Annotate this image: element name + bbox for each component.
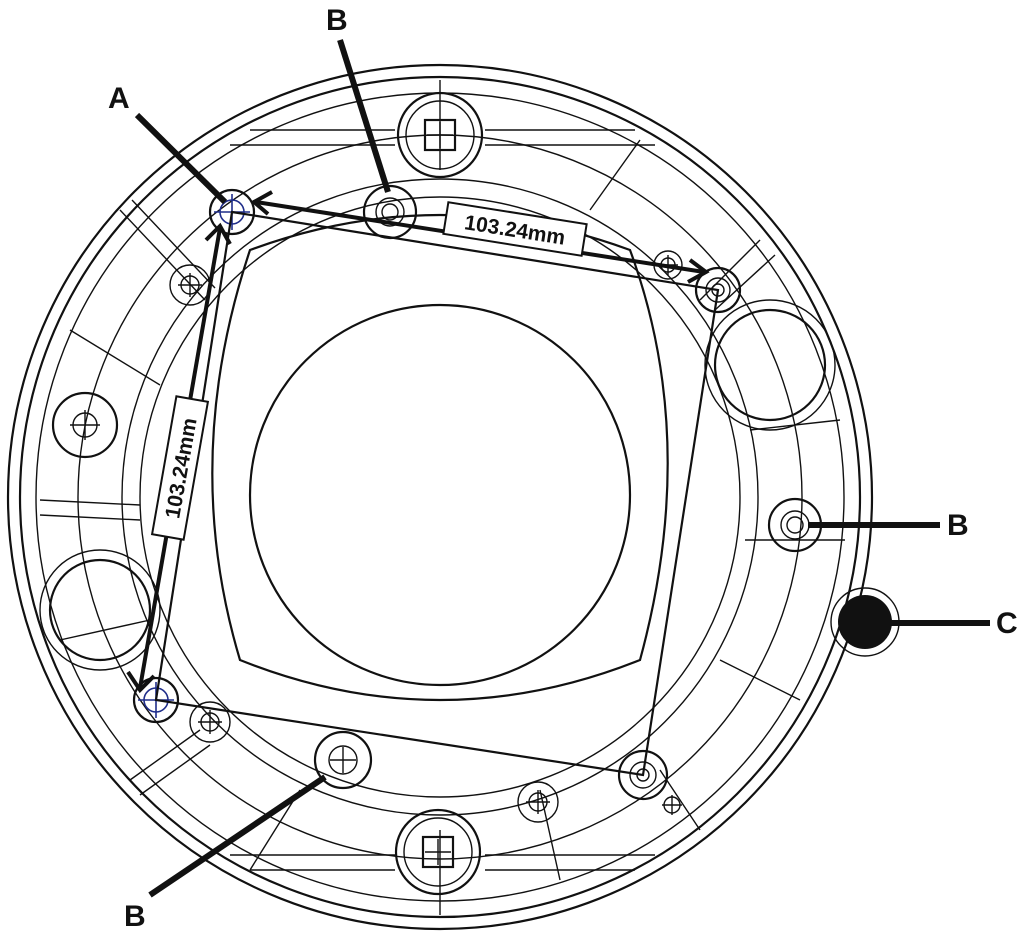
callout-lines [134,39,990,898]
square-boss-bottom [394,808,482,896]
b-hole-top [362,184,418,240]
hole [517,781,559,823]
callout-line-b-top [337,39,391,193]
callout-line-a [134,112,228,205]
ribs [39,80,845,915]
hole [189,701,231,743]
callout-label-b-bottom: B [124,900,146,933]
square-boss-top [396,91,484,179]
callout-label-b-right: B [947,509,969,542]
callout-label-a: A [108,82,130,115]
callout-label-b-top: B [326,4,348,37]
dimension-label-vertical: 103.24mm [150,395,210,541]
small-holes [51,250,683,823]
hole [169,264,211,306]
callout-label-c: C [996,607,1018,640]
port-c [830,587,900,657]
center-housing [211,213,669,702]
b-hole-bottom [313,730,373,790]
hole [662,795,682,815]
callout-line-b-bottom [148,774,327,898]
outer-rings [6,63,874,931]
side-holes [39,299,836,671]
mounting-square [154,210,720,777]
dimension-label-horizontal: 103.24mm [442,201,588,257]
hole [51,391,119,459]
